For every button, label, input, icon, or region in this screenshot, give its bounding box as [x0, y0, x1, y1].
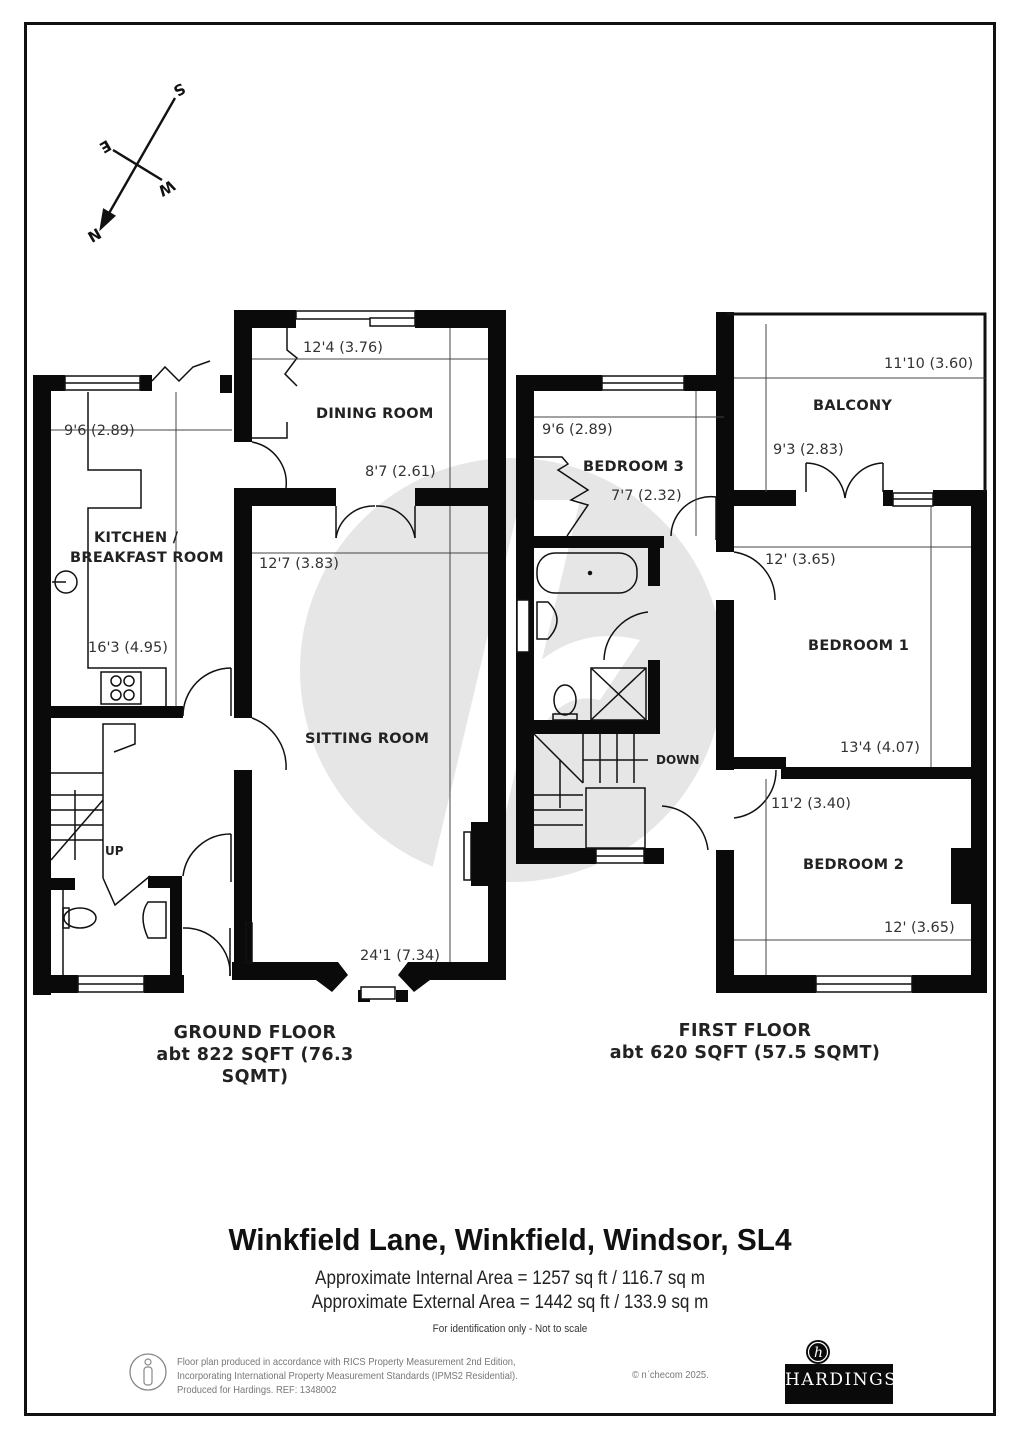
balcony-outline — [726, 312, 987, 492]
sitting-length: 24'1 (7.34) — [360, 948, 440, 964]
first-floor-area: abt 620 SQFT (57.5 SQMT) — [609, 1043, 881, 1063]
legal-notice: Floor plan produced in accordance with R… — [177, 1356, 600, 1398]
dining-label: DINING ROOM — [316, 406, 434, 422]
bedroom3-length: 7'7 (2.32) — [611, 488, 682, 504]
first-floor-fixtures — [533, 456, 884, 851]
dining-width: 12'4 (3.76) — [303, 340, 383, 356]
property-address: Winkfield Lane, Winkfield, Windsor, SL4 — [228, 1222, 792, 1257]
balcony-label: BALCONY — [813, 398, 892, 414]
bedroom1-label: BEDROOM 1 — [808, 638, 909, 654]
ground-floor-walls — [33, 310, 506, 1002]
hardings-logo-text: HARDINGS — [785, 1370, 898, 1390]
sitting-width: 12'7 (3.83) — [259, 556, 339, 572]
legal-line-2: Incorporating International Property Mea… — [177, 1371, 518, 1382]
svg-text:h: h — [814, 1345, 823, 1361]
first-floor-caption: FIRST FLOOR abt 620 SQFT (57.5 SQMT) — [590, 1020, 900, 1064]
person-icon — [129, 1353, 167, 1391]
kitchen-label-1: KITCHEN / — [94, 530, 179, 546]
sitting-label: SITTING ROOM — [305, 731, 429, 747]
balcony-width: 11'10 (3.60) — [884, 356, 973, 372]
first-floor-title: FIRST FLOOR — [678, 1021, 812, 1041]
ground-floor-caption: GROUND FLOOR abt 822 SQFT (76.3 SQMT) — [120, 1022, 390, 1088]
ground-floor-windows — [64, 310, 472, 1000]
ground-floor-fixtures — [50, 328, 416, 977]
bedroom1-width: 12' (3.65) — [765, 552, 836, 568]
bedroom2-label: BEDROOM 2 — [803, 857, 904, 873]
first-floor-walls — [516, 312, 987, 993]
ground-floor-area: abt 822 SQFT (76.3 SQMT) — [156, 1045, 354, 1087]
kitchen-width: 9'6 (2.89) — [64, 423, 135, 439]
external-area: Approximate External Area = 1442 sq ft /… — [311, 1292, 709, 1313]
balcony-length: 9'3 (2.83) — [773, 442, 844, 458]
ground-floor-title: GROUND FLOOR — [173, 1023, 337, 1043]
copyright-notice: © nˈchecom 2025. — [632, 1370, 709, 1381]
first-floor-arrows — [534, 324, 985, 975]
bedroom3-label: BEDROOM 3 — [583, 459, 684, 475]
dining-length: 8'7 (2.61) — [365, 464, 436, 480]
hardings-logo-mark-icon: h — [806, 1340, 830, 1364]
ground-floor-arrows — [51, 328, 488, 962]
hardings-logo: HARDINGS — [785, 1364, 898, 1404]
legal-line-1: Floor plan produced in accordance with R… — [177, 1357, 516, 1368]
scale-disclaimer: For identification only - Not to scale — [432, 1323, 588, 1335]
kitchen-length: 16'3 (4.95) — [88, 640, 168, 656]
bedroom2-length: 11'2 (3.40) — [771, 796, 851, 812]
stairs-down-label: DOWN — [656, 753, 699, 767]
bedroom3-width: 9'6 (2.89) — [542, 422, 613, 438]
watermark-logo — [300, 458, 724, 882]
compass-west: W — [154, 176, 178, 200]
page-border — [24, 22, 996, 1416]
kitchen-label-2: BREAKFAST ROOM — [70, 550, 224, 566]
bedroom2-width: 12' (3.65) — [884, 920, 955, 936]
compass-east: E — [96, 136, 114, 157]
compass-south: S — [170, 79, 188, 100]
legal-line-3: Produced for Hardings. REF: 1348002 — [177, 1385, 337, 1396]
bedroom1-length: 13'4 (4.07) — [840, 740, 920, 756]
stairs-up-label: UP — [105, 844, 124, 858]
internal-area: Approximate Internal Area = 1257 sq ft /… — [315, 1268, 705, 1289]
compass-icon — [99, 97, 177, 232]
first-floor-windows — [516, 375, 934, 993]
